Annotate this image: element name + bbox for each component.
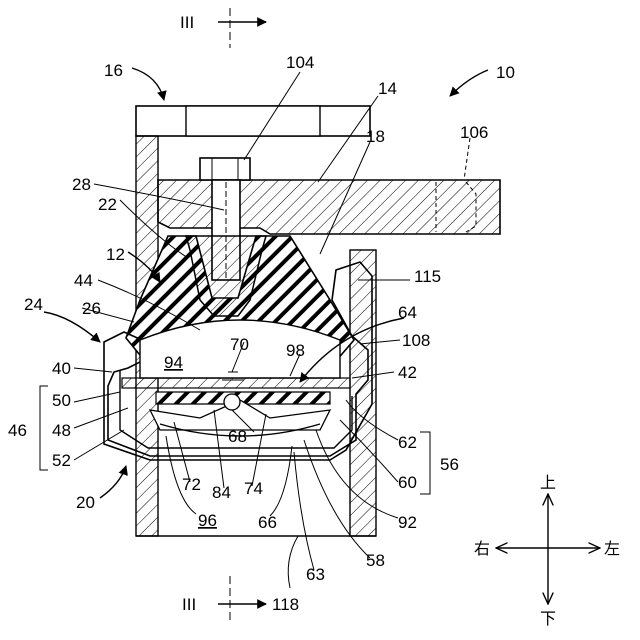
label-12: 12 [106,245,125,264]
label-46: 46 [8,421,27,440]
label-72: 72 [182,475,201,494]
label-96: 96 [198,511,217,530]
label-52: 52 [52,451,71,470]
label-84: 84 [212,483,231,502]
label-56: 56 [440,455,459,474]
label-106: 106 [460,123,488,142]
label-74: 74 [244,479,263,498]
label-40: 40 [52,359,71,378]
label-10: 10 [496,63,515,82]
label-66: 66 [258,513,277,532]
label-62: 62 [398,433,417,452]
label-24: 24 [24,295,43,314]
label-115: 115 [414,267,441,286]
label-42: 42 [398,363,417,382]
label-22: 22 [98,195,117,214]
label-70: 70 [230,335,249,354]
label-104: 104 [286,53,314,72]
direction-right-label: 右 [474,539,490,558]
label-44: 44 [74,271,93,290]
label-28: 28 [72,175,91,194]
section-mark-bottom: III [182,595,196,614]
label-58: 58 [366,551,385,570]
label-118: 118 [272,595,299,614]
label-48: 48 [52,421,71,440]
label-26: 26 [82,299,101,318]
label-20: 20 [76,493,95,512]
direction-down-label: 下 [540,609,556,628]
direction-left-label: 左 [604,539,620,558]
label-63: 63 [306,565,325,584]
label-60: 60 [398,473,417,492]
label-92: 92 [398,513,417,532]
label-50: 50 [52,391,71,410]
label-68: 68 [228,427,247,446]
direction-indicator [496,494,600,604]
label-64: 64 [398,303,417,322]
label-18: 18 [366,127,385,146]
section-mark-top: III [180,13,194,32]
label-14: 14 [378,79,397,98]
label-94: 94 [164,353,183,372]
label-108: 108 [402,331,430,350]
label-16: 16 [104,61,123,80]
label-98: 98 [286,341,305,360]
direction-up-label: 上 [540,473,556,492]
